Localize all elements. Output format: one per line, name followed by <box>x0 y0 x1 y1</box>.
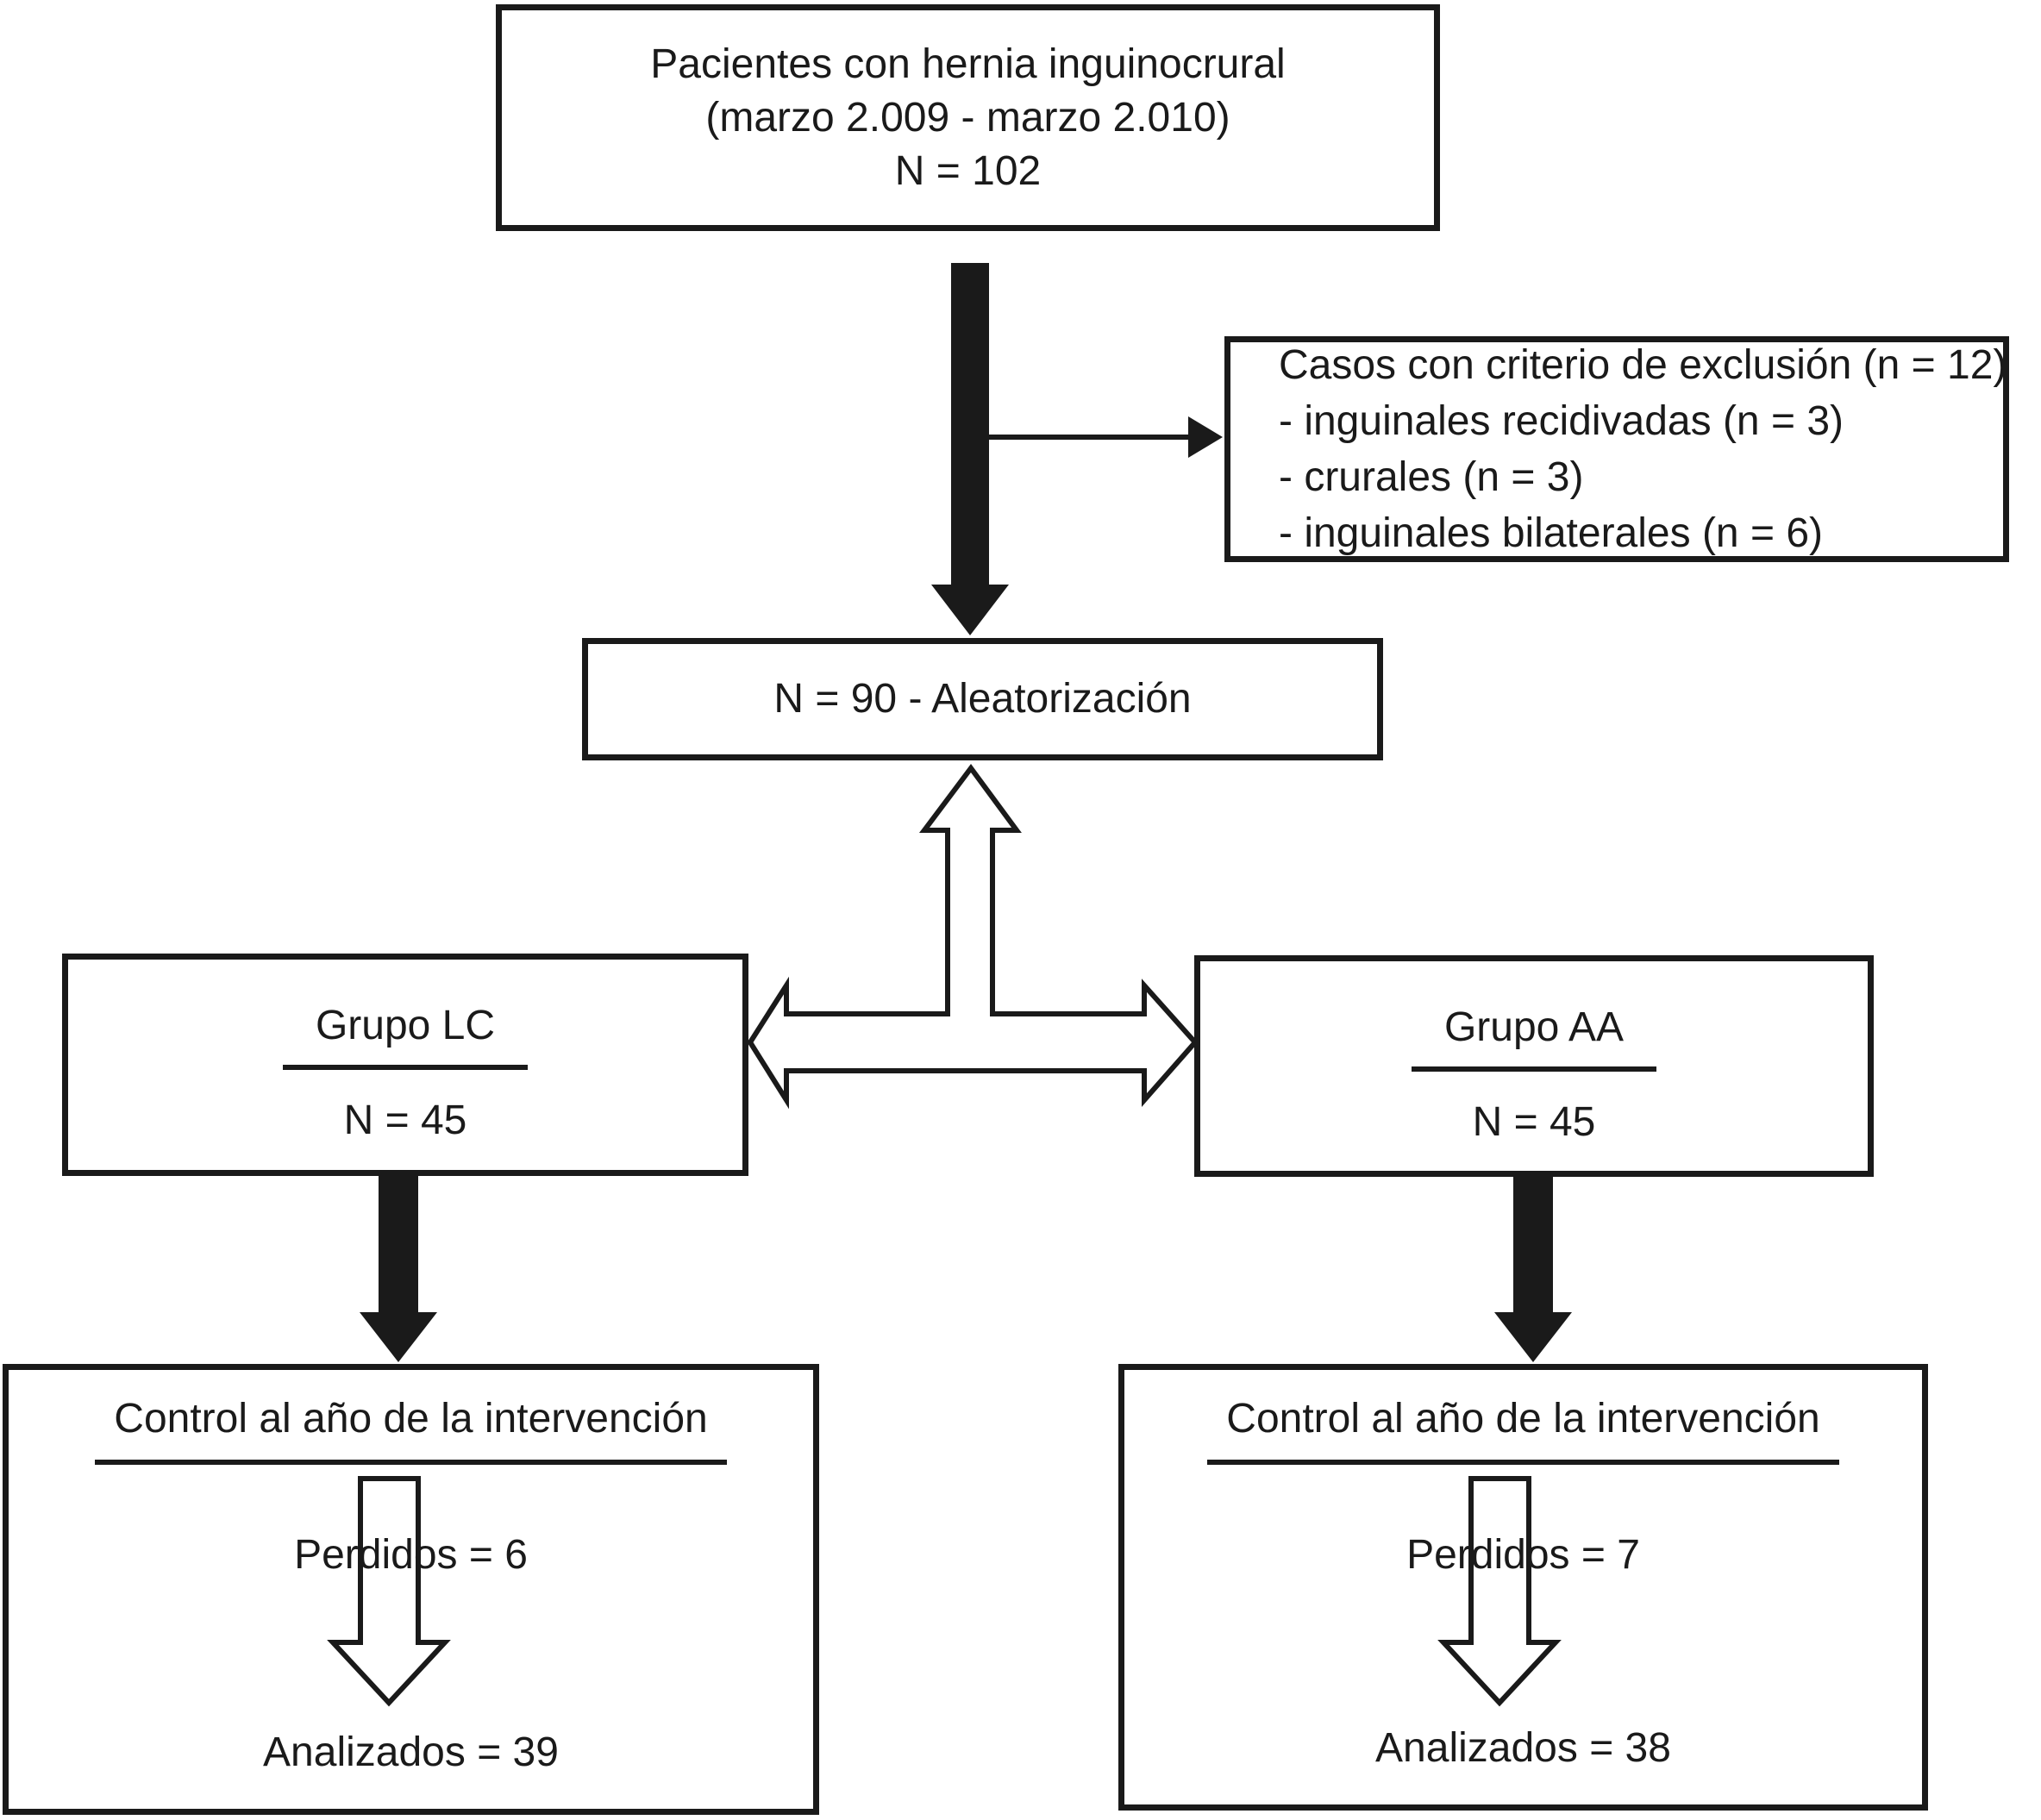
three-way-split-arrow <box>747 763 1199 1110</box>
patients-box: Pacientes con hernia inguinocrural (marz… <box>496 4 1440 231</box>
patients-box-line2: (marzo 2.009 - marzo 2.010) <box>705 94 1230 141</box>
exclusion-box: Casos con criterio de exclusión (n = 12)… <box>1224 336 2009 562</box>
solid-down-arrow-top <box>931 263 1009 635</box>
control-lc-box: Control al año de la intervención Perdid… <box>3 1364 819 1815</box>
control-aa-perdidos: Perdidos = 7 <box>1406 1532 1640 1578</box>
solid-down-arrow-aa <box>1494 1175 1572 1362</box>
group-lc-box: Grupo LC N = 45 <box>62 954 748 1176</box>
exclusion-item: - inguinales bilaterales (n = 6) <box>1279 510 1824 556</box>
exclusion-item: - crurales (n = 3) <box>1279 454 1584 500</box>
control-lc-title: Control al año de la intervención <box>95 1392 727 1465</box>
group-aa-box: Grupo AA N = 45 <box>1194 955 1874 1177</box>
control-lc-perdidos: Perdidos = 6 <box>294 1532 528 1578</box>
group-aa-title: Grupo AA <box>1411 1001 1657 1072</box>
control-lc-analizados: Analizados = 39 <box>263 1729 559 1775</box>
hollow-down-arrow-lc <box>327 1476 451 1707</box>
group-lc-title: Grupo LC <box>282 999 529 1070</box>
randomization-label: N = 90 - Aleatorización <box>773 676 1192 722</box>
solid-down-arrow-lc <box>360 1174 437 1362</box>
control-aa-box: Control al año de la intervención Perdid… <box>1118 1364 1928 1811</box>
control-aa-title: Control al año de la intervención <box>1207 1392 1839 1465</box>
control-aa-analizados: Analizados = 38 <box>1375 1725 1671 1771</box>
patients-box-line1: Pacientes con hernia inguinocrural <box>650 41 1286 87</box>
exclusion-item: - inguinales recidivadas (n = 3) <box>1279 398 1844 444</box>
group-lc-n: N = 45 <box>343 1098 467 1143</box>
hollow-down-arrow-aa <box>1437 1476 1562 1707</box>
group-aa-n: N = 45 <box>1472 1099 1596 1145</box>
randomization-box: N = 90 - Aleatorización <box>582 638 1383 760</box>
exclusion-pointer-arrow <box>989 416 1223 458</box>
patients-box-line3: N = 102 <box>894 147 1042 194</box>
exclusion-title: Casos con criterio de exclusión (n = 12) <box>1279 342 2007 388</box>
